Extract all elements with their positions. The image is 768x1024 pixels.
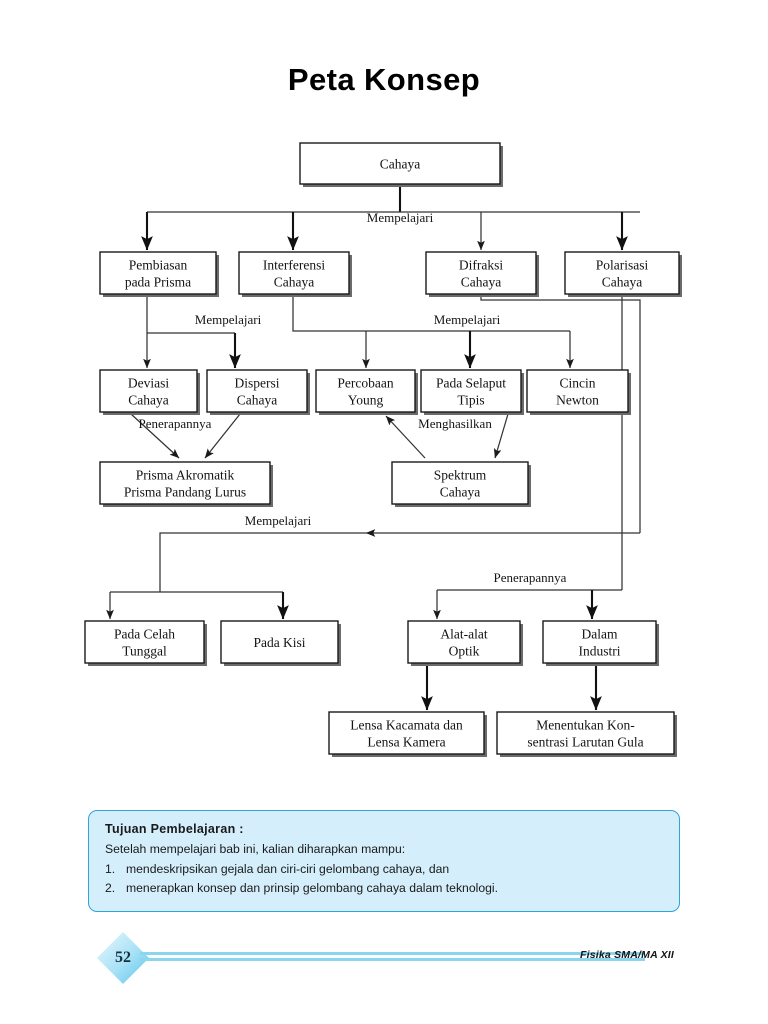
node-label: Optik	[449, 644, 480, 659]
node-label: Pada Selaput	[436, 376, 506, 391]
lbl-penerapannya-2: Penerapannya	[494, 570, 567, 585]
objective-item-number: 2.	[105, 880, 116, 895]
node-label: Cincin	[560, 376, 596, 391]
footer-rule	[140, 952, 645, 961]
node-label: Pembiasan	[129, 258, 188, 273]
objective-item: 1. mendeskripsikan gejala dan ciri-ciri g…	[105, 860, 663, 879]
node-label: Polarisasi	[596, 258, 649, 273]
node-kisi: Pada Kisi	[220, 620, 341, 666]
node-label: pada Prisma	[125, 275, 191, 290]
node-label: Tipis	[457, 393, 484, 408]
footer-label: Fisika SMA/MA XII	[580, 949, 675, 961]
node-label: Spektrum	[434, 468, 487, 483]
node-label: Cahaya	[440, 485, 480, 500]
node-label: Alat-alat	[440, 627, 487, 642]
node-label: Prisma Akromatik	[136, 468, 235, 483]
node-label: Prisma Pandang Lurus	[124, 485, 246, 500]
node-label: Cahaya	[380, 157, 420, 172]
node-label: Cahaya	[237, 393, 277, 408]
objective-title: Tujuan Pembelajaran :	[105, 822, 244, 836]
node-label: sentrasi Larutan Gula	[527, 735, 643, 750]
node-label: Newton	[556, 393, 599, 408]
node-label: Industri	[579, 644, 621, 659]
objective-item-text: mendeskripsikan gejala dan ciri-ciri gel…	[126, 862, 450, 876]
node-label: Interferensi	[263, 258, 325, 273]
objective-callout: Tujuan Pembelajaran : Setelah mempelajar…	[88, 810, 680, 912]
node-konsentrasi: Menentukan Kon-sentrasi Larutan Gula	[496, 711, 677, 757]
node-label: Difraksi	[459, 258, 503, 273]
node-label: Lensa Kacamata dan	[350, 718, 463, 733]
node-label: Lensa Kamera	[367, 735, 445, 750]
page-number: 52	[115, 949, 131, 966]
page-footer: 52 Fisika SMA/MA XII	[0, 925, 768, 995]
lbl-mempelajari-1: Mempelajari	[367, 210, 434, 225]
objective-item: 2. menerapkan konsep dan prinsip gelomban…	[105, 879, 663, 898]
node-label: Pada Celah	[114, 627, 175, 642]
node-label: Cahaya	[274, 275, 314, 290]
lbl-penerapannya-1: Penerapannya	[139, 416, 212, 431]
objective-intro: Setelah mempelajari bab ini, kalian diha…	[105, 842, 406, 856]
node-label: Menentukan Kon-	[536, 718, 635, 733]
page-number-badge	[97, 932, 149, 984]
lbl-mempelajari-3: Mempelajari	[434, 312, 501, 327]
node-label: Percobaan	[337, 376, 393, 391]
node-label: Cahaya	[128, 393, 168, 408]
node-pembiasan: Pembiasan pada Prisma	[99, 251, 219, 297]
lbl-mempelajari-4: Mempelajari	[245, 513, 312, 528]
node-label: Dispersi	[235, 376, 280, 391]
lbl-menghasilkan: Menghasilkan	[418, 416, 492, 431]
node-label: Cahaya	[461, 275, 501, 290]
objective-list: 1. mendeskripsikan gejala dan ciri-ciri g…	[105, 860, 663, 898]
node-label: Tunggal	[122, 644, 167, 659]
lbl-mempelajari-2: Mempelajari	[195, 312, 262, 327]
page-title: Peta Konsep	[287, 62, 481, 97]
node-label: Cahaya	[602, 275, 642, 290]
node-label: Pada Kisi	[253, 635, 305, 650]
objective-item-text: menerapkan konsep dan prinsip gelombang …	[126, 880, 498, 895]
node-cahaya: Cahaya	[299, 142, 503, 187]
node-label: Deviasi	[128, 376, 169, 391]
objective-item-number: 1.	[105, 862, 116, 876]
node-label: Young	[348, 393, 384, 408]
node-label: Dalam	[582, 627, 618, 642]
